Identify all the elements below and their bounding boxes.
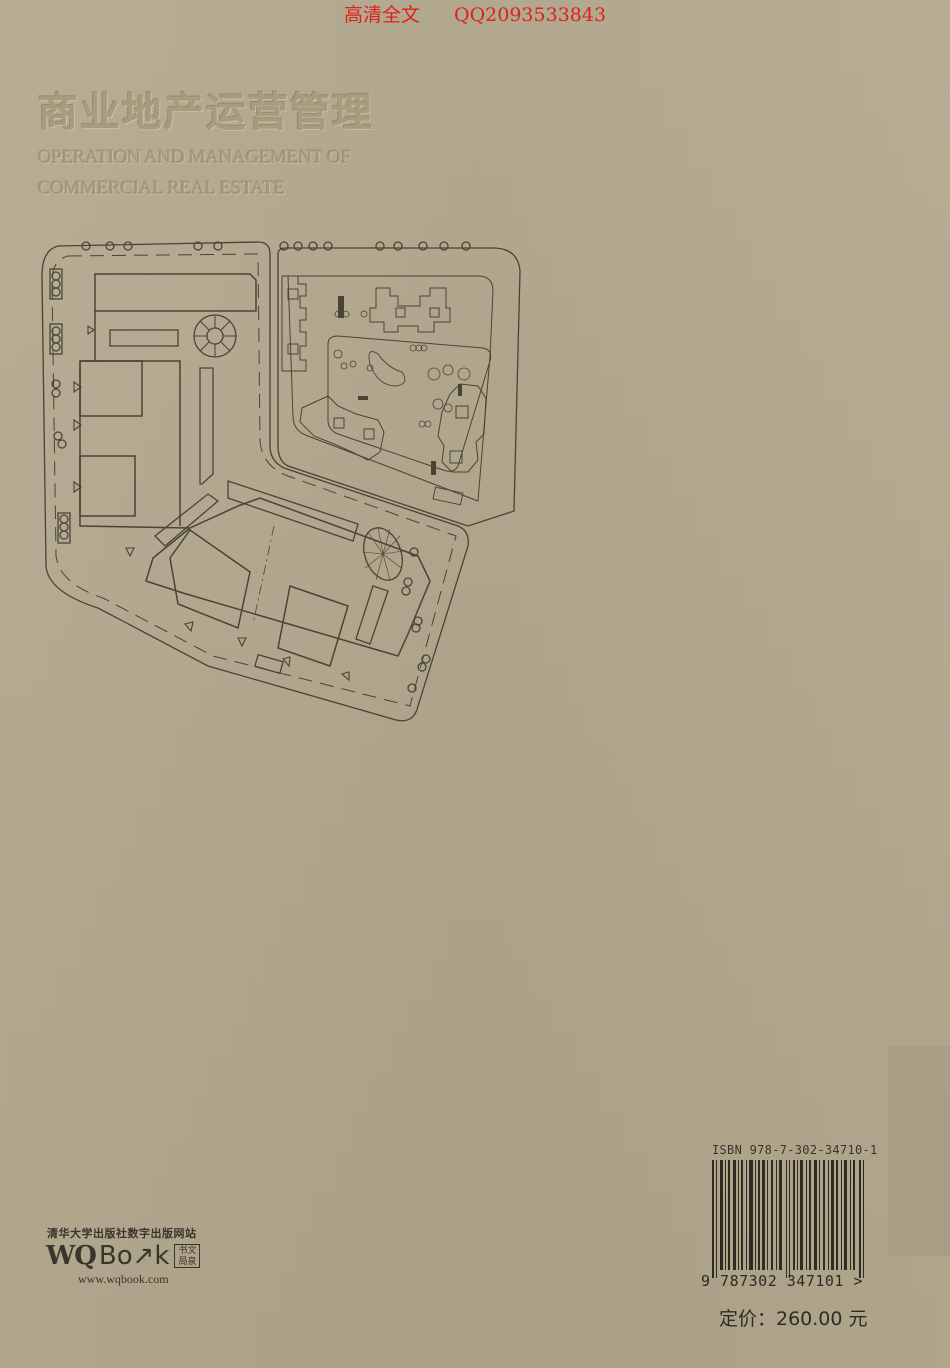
entrance-markers-icons [73,324,350,682]
site-plan-illustration [41,241,521,722]
isbn-label: ISBN 978-7-302-34710-1 [712,1143,878,1157]
logo-seal-icon: 书文局泉 [174,1244,201,1268]
logo-wq-text: WQ [46,1241,97,1271]
barcode-icon [712,1160,864,1278]
book-title-english-line1: OPERATION AND MANAGEMENT OF [38,147,351,168]
publisher-website: www.wqbook.com [78,1272,169,1286]
spine-edge-strip [888,1046,950,1256]
publisher-logo: WQ Bo↗k 书文局泉 [46,1241,201,1271]
watermark: 高清全文 QQ2093533843 [344,0,606,26]
book-title-chinese: 商业地产运营管理 [38,89,374,136]
logo-book-text: Bo↗k [98,1241,170,1271]
tree-icons [81,241,471,251]
book-title-english-line2: COMMERCIAL REAL ESTATE [38,178,285,199]
watermark-qq: QQ2093533843 [454,4,607,26]
price-label: 定价：260.00 元 [719,1308,868,1330]
watermark-label: 高清全文 [344,4,421,26]
publisher-tagline: 清华大学出版社数字出版网站 [47,1227,197,1240]
barcode-digits: 9 787302 347101 > [701,1272,864,1290]
